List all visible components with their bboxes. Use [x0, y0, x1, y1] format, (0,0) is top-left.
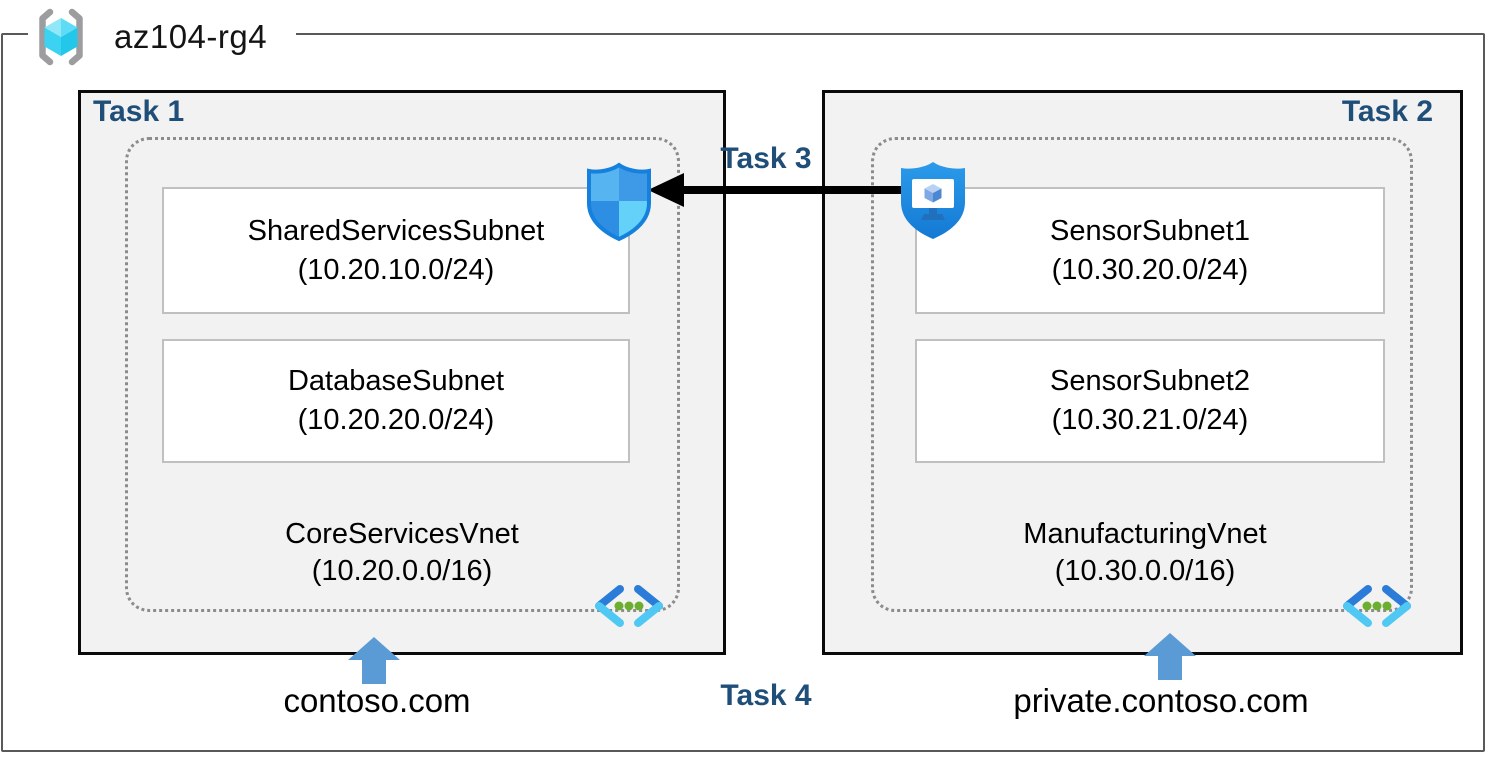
network-security-group-icon: [587, 162, 651, 242]
resource-group-icon: [39, 8, 83, 66]
subnet-box-shared-services: SharedServicesSubnet (10.20.10.0/24): [162, 187, 630, 314]
subnet-box-database: DatabaseSubnet (10.20.20.0/24): [162, 339, 630, 463]
subnet-name: SensorSubnet1: [1050, 214, 1250, 247]
dns-up-arrow-icon: [1144, 633, 1196, 680]
resource-group-boundary: [1, 33, 1485, 752]
subnet-box-sensor1: SensorSubnet1 (10.30.20.0/24): [915, 187, 1385, 314]
subnet-cidr: (10.30.21.0/24): [1051, 404, 1249, 436]
virtual-network-icon: [595, 585, 663, 627]
bastion-shield-monitor-icon: [901, 162, 965, 239]
task1-label: Task 1: [93, 95, 185, 128]
subnet-cidr: (10.20.10.0/24): [297, 253, 495, 286]
subnet-name: SharedServicesSubnet: [247, 214, 545, 247]
virtual-network-icon: [1343, 585, 1411, 627]
subnet-name: SensorSubnet2: [1050, 365, 1250, 397]
vnet-name: ManufacturingVnet: [1023, 518, 1267, 550]
vnet-cidr: (10.30.0.0/16): [1054, 555, 1236, 587]
core-vnet-label: CoreServicesVnet (10.20.0.0/16): [202, 516, 602, 590]
resource-group-name: az104-rg4: [114, 18, 268, 55]
dns-zone-label: contoso.com: [283, 682, 471, 719]
task3-label: Task 3: [720, 142, 812, 175]
task2-label: Task 2: [1341, 95, 1433, 128]
resource-group-header: az104-rg4: [28, 0, 296, 74]
vnet-name: CoreServicesVnet: [285, 518, 519, 550]
subnet-name: DatabaseSubnet: [287, 365, 505, 397]
dns-up-arrow-icon: [348, 637, 400, 684]
vnet-cidr: (10.20.0.0/16): [311, 555, 493, 587]
task4-label: Task 4: [720, 679, 812, 712]
private-dns-zone-label: private.contoso.com: [1013, 682, 1309, 719]
manufacturing-vnet-label: ManufacturingVnet (10.30.0.0/16): [945, 516, 1345, 590]
manufacturing-vnet-boundary: [871, 137, 1413, 612]
subnet-cidr: (10.20.20.0/24): [297, 404, 495, 436]
subnet-cidr: (10.30.20.0/24): [1051, 253, 1249, 286]
core-services-vnet-boundary: [125, 137, 680, 612]
subnet-box-sensor2: SensorSubnet2 (10.30.21.0/24): [915, 339, 1385, 463]
